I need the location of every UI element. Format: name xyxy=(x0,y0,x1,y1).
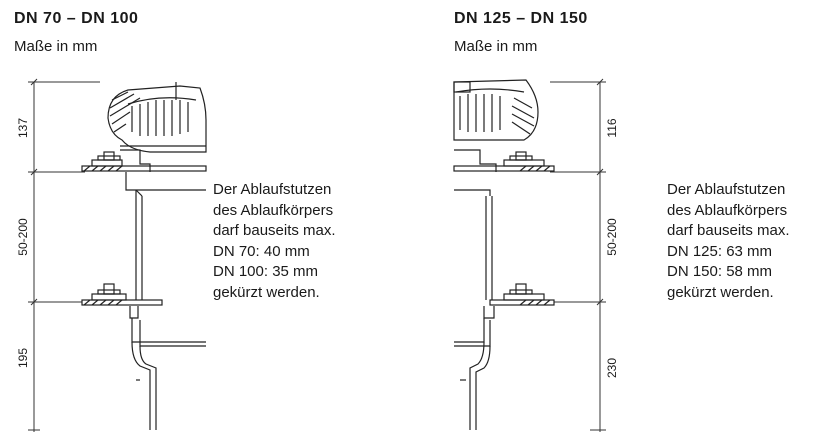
dimension-top: 116 xyxy=(605,118,619,137)
drain-body xyxy=(454,318,491,430)
outlet-pipe xyxy=(485,196,493,300)
upper-flange xyxy=(81,149,207,191)
lower-flange xyxy=(81,283,163,319)
dimension-bottom: 230 xyxy=(605,358,619,378)
dimension-bottom: 195 xyxy=(16,348,30,368)
note-line: Der Ablaufstutzen xyxy=(667,181,786,198)
outlet-pipe xyxy=(135,189,143,300)
note-line: des Ablaufkörpers xyxy=(667,201,788,219)
shortening-note: Der Ablaufstutzen des Ablaufkörpers darf… xyxy=(667,180,790,303)
note-line: des Ablaufkörpers xyxy=(213,201,334,219)
panel-title: DN 70 – DN 100 xyxy=(14,10,139,27)
panel-title: DN 125 – DN 150 xyxy=(454,10,588,27)
panel-dn125-dn150: DN 125 – DN 150 Maße in mm 116 50-200 23… xyxy=(440,0,829,438)
dimension-top: 137 xyxy=(16,118,30,138)
note-line: gekürzt werden. xyxy=(667,283,774,301)
drain-section-drawing: 137 50-200 195 xyxy=(16,78,207,432)
drain-grate-cap xyxy=(453,79,539,141)
note-line: darf bauseits max. xyxy=(213,222,336,239)
drain-grate-cap xyxy=(107,82,207,153)
units-label: Maße in mm xyxy=(454,38,538,55)
note-line: Der Ablaufstutzen xyxy=(213,181,332,198)
lower-flange xyxy=(483,283,555,319)
note-line: darf bauseits max. xyxy=(667,222,790,239)
panel-dn70-dn100: DN 70 – DN 100 Maße in mm 137 50-200 195 xyxy=(0,0,400,438)
drain-body xyxy=(131,318,206,430)
shortening-note: Der Ablaufstutzen des Ablaufkörpers darf… xyxy=(213,180,336,303)
drain-section-drawing: 116 50-200 230 xyxy=(453,78,619,432)
note-line: gekürzt werden. xyxy=(213,283,320,301)
dimension-middle: 50-200 xyxy=(16,218,30,256)
note-line: DN 125: 63 mm xyxy=(667,242,773,260)
note-line: DN 70: 40 mm xyxy=(213,242,310,260)
upper-flange xyxy=(453,149,555,196)
dimension-line xyxy=(28,78,100,432)
units-label: Maße in mm xyxy=(14,38,98,55)
note-line: DN 100: 35 mm xyxy=(213,263,319,280)
dimension-line xyxy=(550,78,606,432)
dimension-middle: 50-200 xyxy=(605,218,619,256)
note-line: DN 150: 58 mm xyxy=(667,263,773,280)
